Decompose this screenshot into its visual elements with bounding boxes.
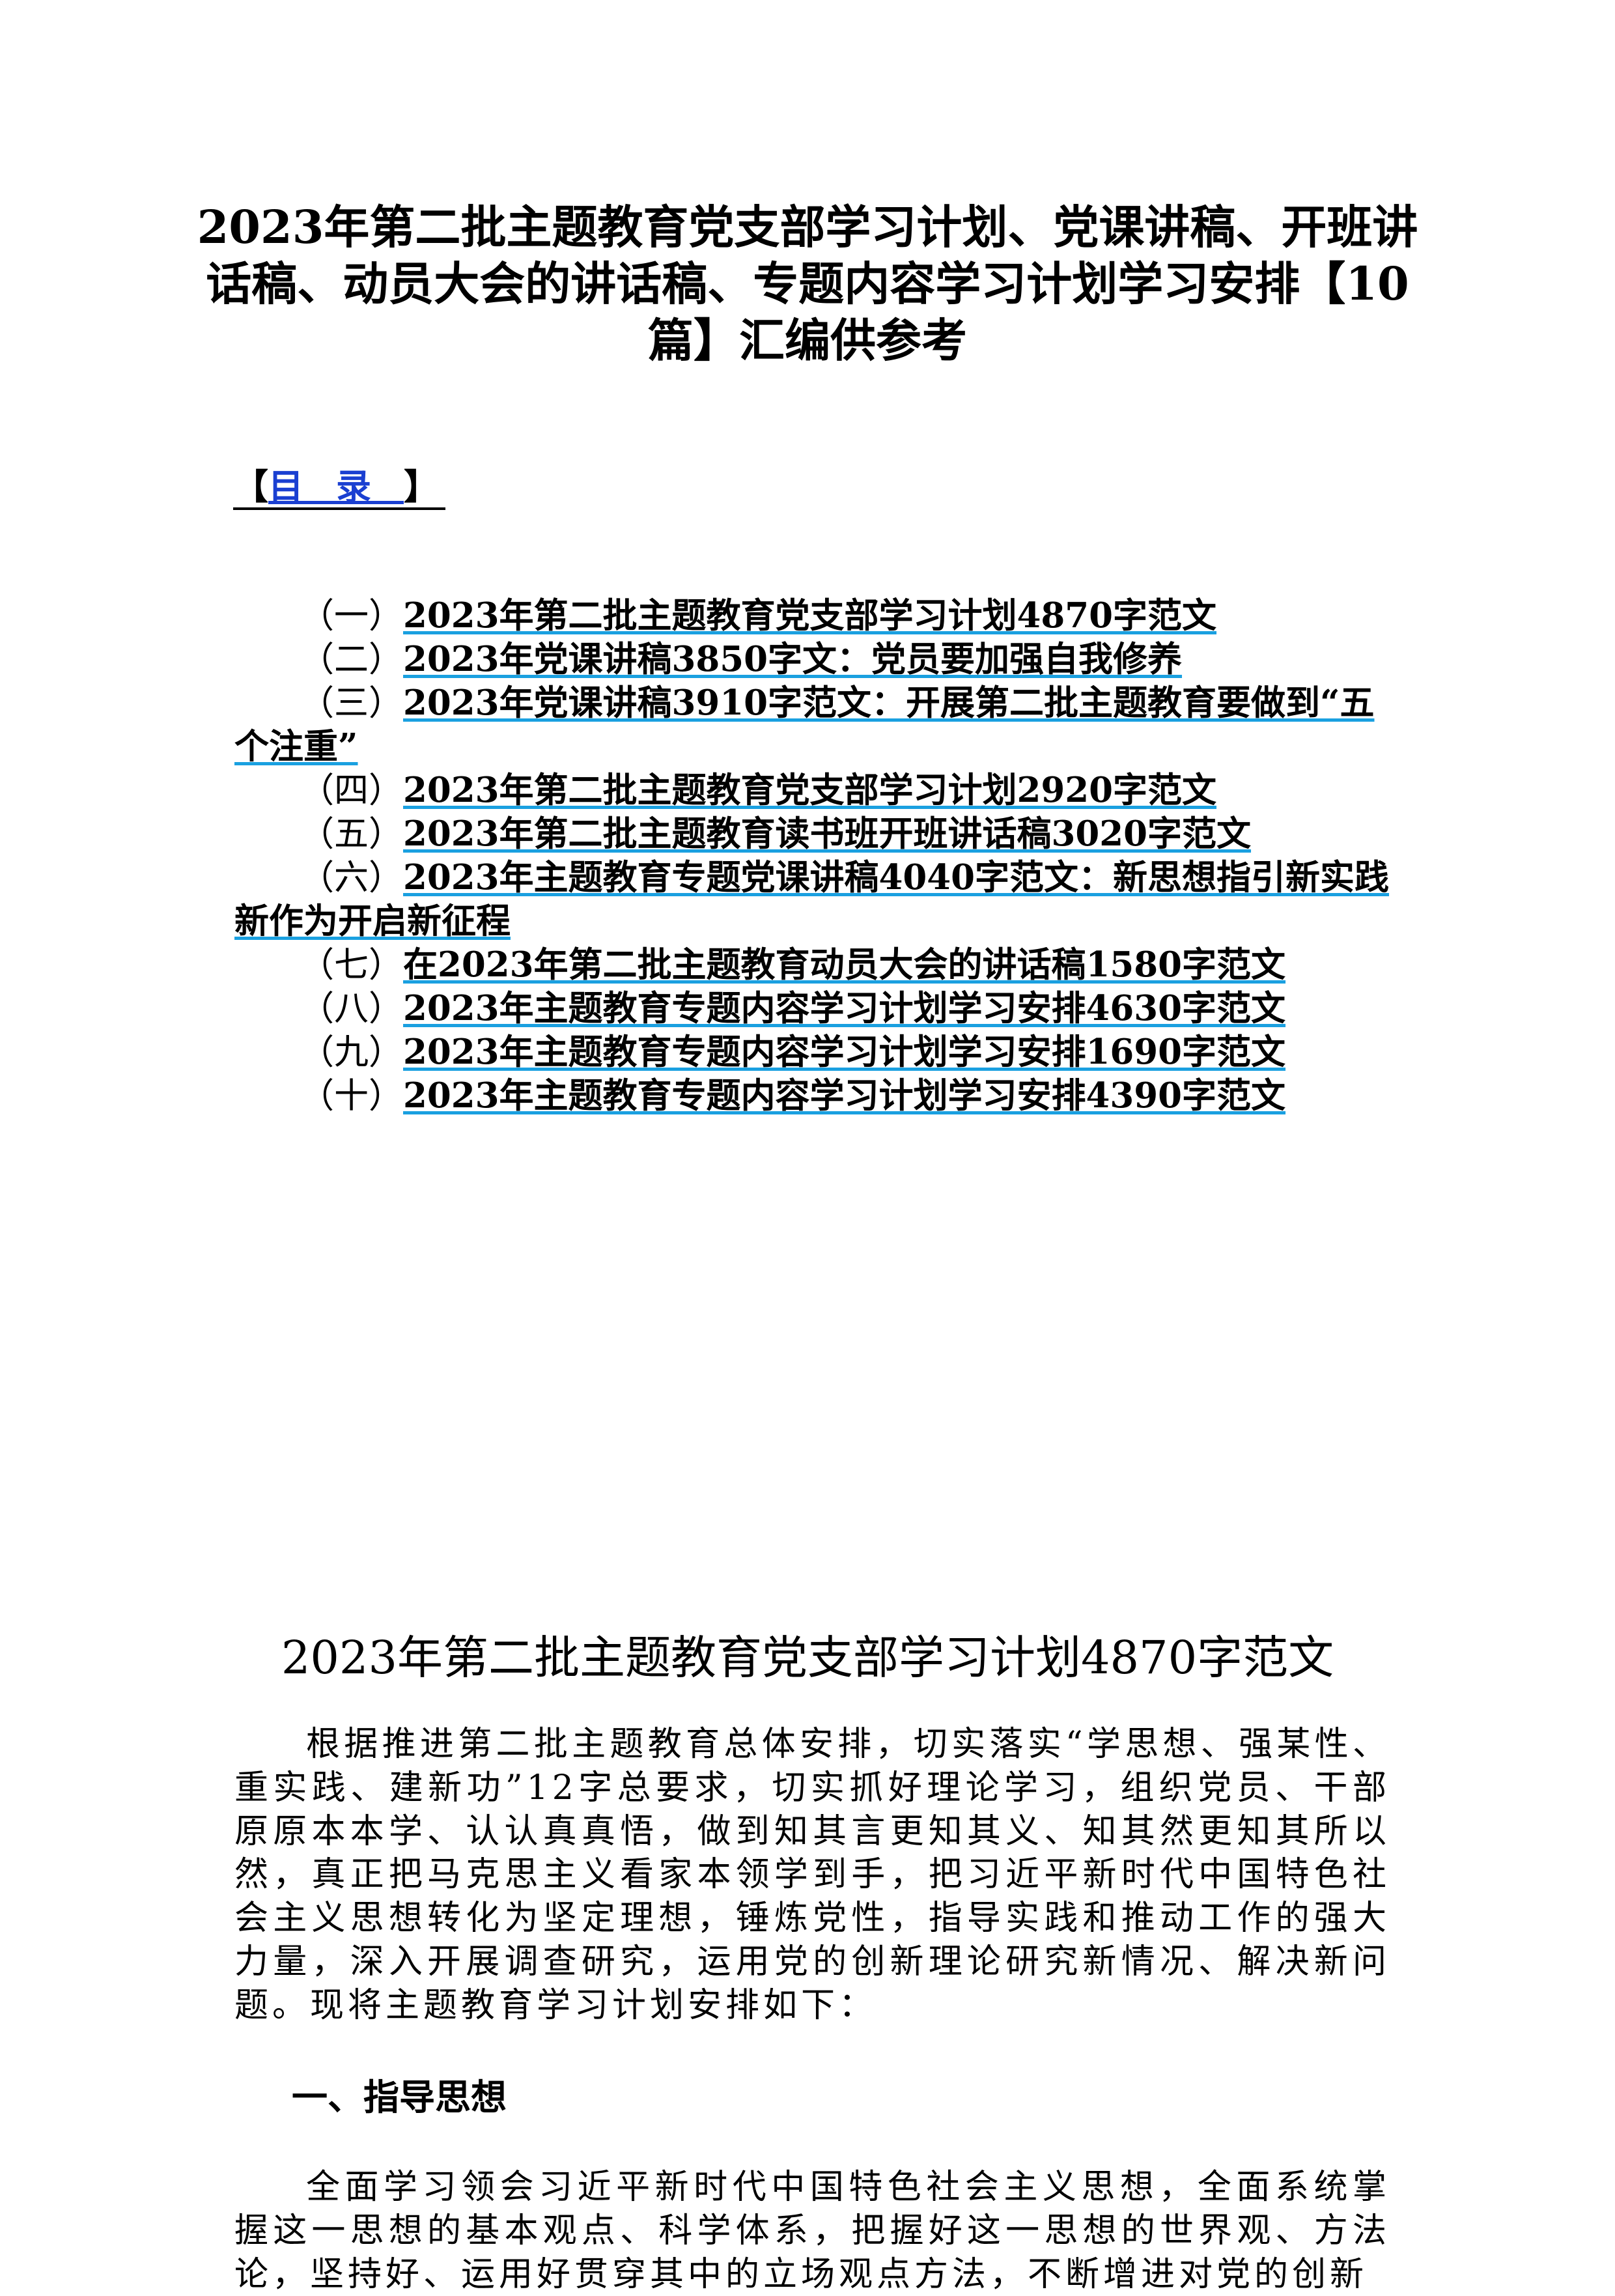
toc-item-number: （八） [300, 989, 403, 1028]
toc-item: （九）2023年主题教育专题内容学习计划学习安排1690字范文 [234, 1030, 1390, 1074]
toc-item: （十）2023年主题教育专题内容学习计划学习安排4390字范文 [234, 1074, 1390, 1118]
document-title: 2023年第二批主题教育党支部学习计划、党课讲稿、开班讲话稿、动员大会的讲话稿、… [197, 200, 1418, 367]
toc-item-number: （七） [300, 945, 403, 985]
toc-bracket-close: 】 [404, 466, 439, 507]
toc-item-number: （三） [300, 683, 403, 723]
toc-item-number: （二） [300, 640, 403, 679]
toc-bracket-open: 【 [233, 466, 268, 507]
toc-item: （六）2023年主题教育专题党课讲稿4040字范文：新思想指引新实践新作为开启新… [234, 856, 1390, 943]
toc-item: （一）2023年第二批主题教育党支部学习计划4870字范文 [234, 594, 1390, 638]
toc-item-link[interactable]: 2023年第二批主题教育读书班开班讲话稿3020字范文 [403, 814, 1252, 854]
section-heading: 一、指导思想 [292, 2076, 507, 2118]
toc-item-link[interactable]: 2023年党课讲稿3910字范文：开展第二批主题教育要做到“五个注重” [234, 683, 1375, 767]
toc-item: （四）2023年第二批主题教育党支部学习计划2920字范文 [234, 769, 1390, 812]
toc-item-number: （五） [300, 814, 403, 854]
body-paragraph: 全面学习领会习近平新时代中国特色社会主义思想，全面系统掌握这一思想的基本观点、科… [234, 2168, 1390, 2294]
toc-heading: 【目录】 [233, 466, 445, 510]
toc-item: （二）2023年党课讲稿3850字文：党员要加强自我修养 [234, 638, 1390, 681]
toc-item-link[interactable]: 2023年第二批主题教育党支部学习计划4870字范文 [403, 595, 1217, 636]
table-of-contents: （一）2023年第二批主题教育党支部学习计划4870字范文（二）2023年党课讲… [234, 594, 1390, 1118]
toc-heading-link[interactable]: 目录 [268, 466, 404, 507]
toc-item-link[interactable]: 2023年党课讲稿3850字文：党员要加强自我修养 [403, 639, 1183, 679]
section-title: 2023年第二批主题教育党支部学习计划4870字范文 [281, 1631, 1334, 1684]
toc-item: （八）2023年主题教育专题内容学习计划学习安排4630字范文 [234, 987, 1390, 1030]
toc-item-link[interactable]: 2023年主题教育专题内容学习计划学习安排1690字范文 [403, 1032, 1286, 1072]
toc-item-number: （一） [300, 596, 403, 636]
toc-item: （三）2023年党课讲稿3910字范文：开展第二批主题教育要做到“五个注重” [234, 681, 1390, 769]
toc-item-number: （四） [300, 771, 403, 810]
toc-item-number: （九） [300, 1032, 403, 1072]
toc-item: （七）在2023年第二批主题教育动员大会的讲话稿1580字范文 [234, 943, 1390, 987]
toc-item-link[interactable]: 在2023年第二批主题教育动员大会的讲话稿1580字范文 [403, 944, 1286, 985]
toc-item-number: （六） [300, 858, 403, 898]
toc-item-link[interactable]: 2023年主题教育专题党课讲稿4040字范文：新思想指引新实践新作为开启新征程 [234, 857, 1390, 941]
intro-paragraph: 根据推进第二批主题教育总体安排，切实落实“学思想、强某性、重实践、建新功”12字… [234, 1725, 1390, 2025]
toc-item: （五）2023年第二批主题教育读书班开班讲话稿3020字范文 [234, 812, 1390, 856]
toc-item-link[interactable]: 2023年第二批主题教育党支部学习计划2920字范文 [403, 770, 1217, 810]
toc-item-link[interactable]: 2023年主题教育专题内容学习计划学习安排4630字范文 [403, 988, 1286, 1028]
toc-item-number: （十） [300, 1076, 403, 1116]
toc-item-link[interactable]: 2023年主题教育专题内容学习计划学习安排4390字范文 [403, 1075, 1286, 1116]
